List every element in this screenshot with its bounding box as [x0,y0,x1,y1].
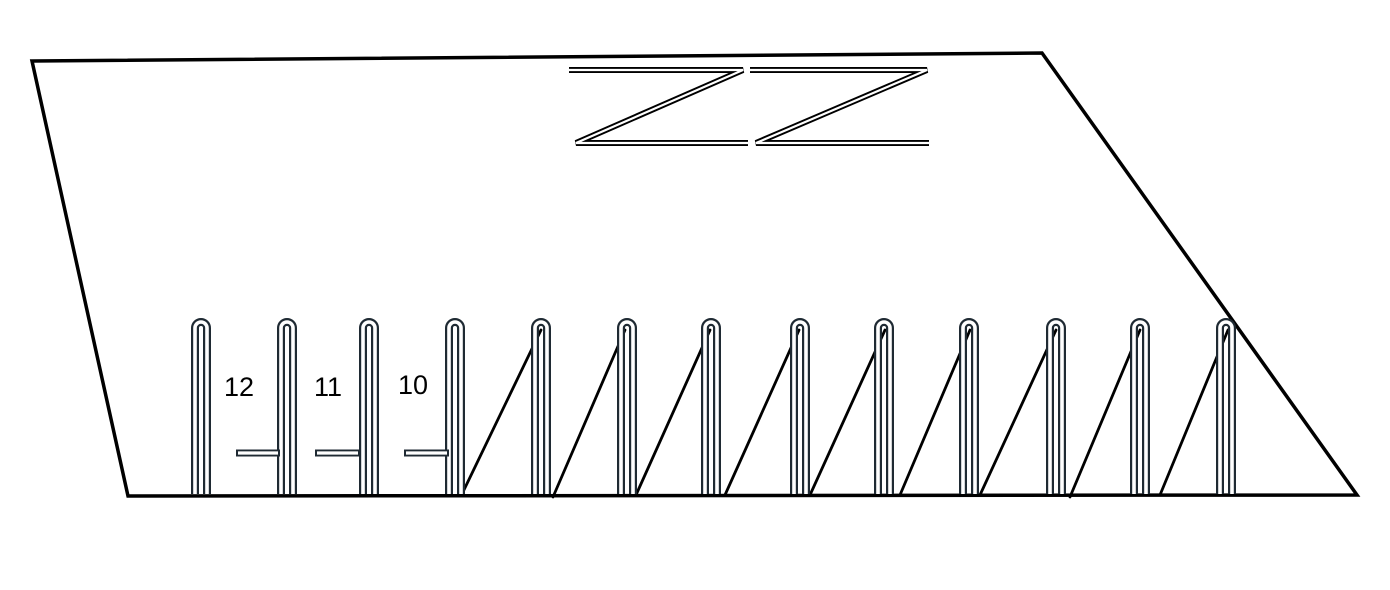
pin [617,318,637,494]
pin [701,318,721,494]
hatch-line [808,328,887,497]
pin-core [961,320,977,494]
pin-core [1218,320,1234,494]
hatch-line [460,328,543,496]
hatch-line [978,328,1058,497]
pin-core [279,320,295,494]
pin [959,318,979,494]
hatch-line [1068,328,1142,499]
pin [191,318,211,494]
pin-core [1132,320,1148,494]
hatch-line [723,328,801,497]
pins [191,318,1236,494]
pin-core [447,320,463,494]
pin [1130,318,1150,494]
pin-core [703,320,719,494]
pin-label-12: 12 [224,372,254,402]
pin-label-11: 11 [314,372,342,402]
pin-core [876,320,892,494]
pin-core [792,320,808,494]
pin [790,318,810,494]
pin [531,318,551,494]
pin-core [533,320,549,494]
pin [1046,318,1066,494]
pin-core [193,320,209,494]
hatch-line [551,328,627,499]
pin-core [619,320,635,494]
pin-label-10: 10 [398,370,428,400]
zigzag-mark [569,67,929,146]
pin [445,318,465,494]
pin [359,318,379,494]
hatch-lines [460,328,1230,499]
pin-core [361,320,377,494]
pin [1216,318,1236,494]
hatch-line [634,328,712,497]
pin-core [1048,320,1064,494]
pin [874,318,894,494]
pin [277,318,297,494]
hatch-line [898,328,972,497]
board-outline [29,51,1361,498]
